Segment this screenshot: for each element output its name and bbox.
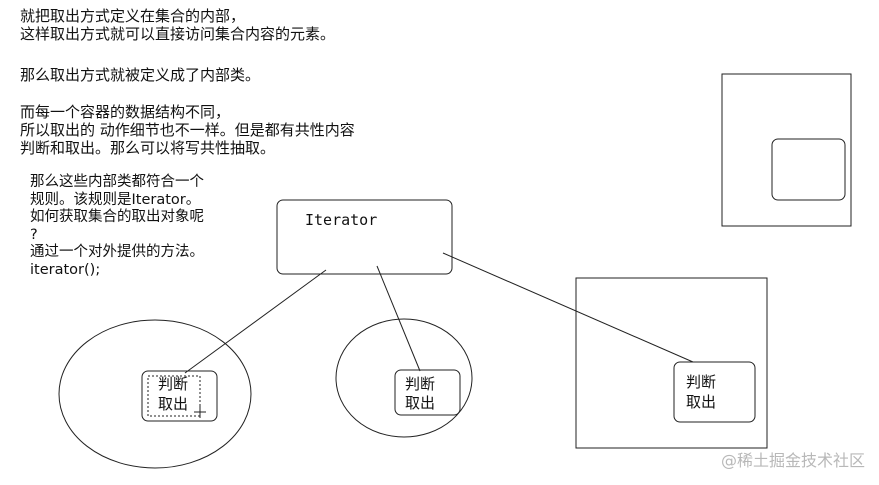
inner-box-left xyxy=(141,370,218,422)
inner-box-middle-label-1: 判断 xyxy=(405,375,435,393)
collection-ellipse-left xyxy=(58,319,252,469)
inner-box-right-label-2: 取出 xyxy=(686,393,716,411)
inner-box-right-label-1: 判断 xyxy=(686,373,716,391)
inner-class-text: 那么取出方式就被定义成了内部类。 xyxy=(20,66,261,84)
connector-line-left xyxy=(184,269,327,374)
selection-dashed-rect xyxy=(147,375,201,417)
connector-line-middle xyxy=(376,265,421,372)
collection-rect-right xyxy=(575,277,768,449)
collection-ellipse-middle xyxy=(335,318,473,438)
inner-box-middle xyxy=(394,369,461,416)
common-content-text: 而每一个容器的数据结构不同， 所以取出的 动作细节也不一样。但是都有共性内容 判… xyxy=(20,103,355,157)
intro-text: 就把取出方式定义在集合的内部， 这样取出方式就可以直接访问集合内容的元素。 xyxy=(20,7,336,43)
example-inner-rect xyxy=(771,138,846,201)
inner-box-right xyxy=(673,361,756,423)
inner-box-left-label-1: 判断 xyxy=(158,375,188,393)
iterator-label: Iterator xyxy=(305,211,377,229)
connector-line-right xyxy=(442,252,694,363)
inner-box-left-label-2: 取出 xyxy=(158,395,188,413)
watermark: @稀土掘金技术社区 xyxy=(720,451,865,470)
inner-box-middle-label-2: 取出 xyxy=(405,394,435,412)
iterator-interface-box xyxy=(276,199,453,275)
iterator-rule-text: 那么这些内部类都符合一个 规则。该规则是Iterator。 如何获取集合的取出对… xyxy=(30,174,204,278)
example-container-rect xyxy=(721,73,852,227)
